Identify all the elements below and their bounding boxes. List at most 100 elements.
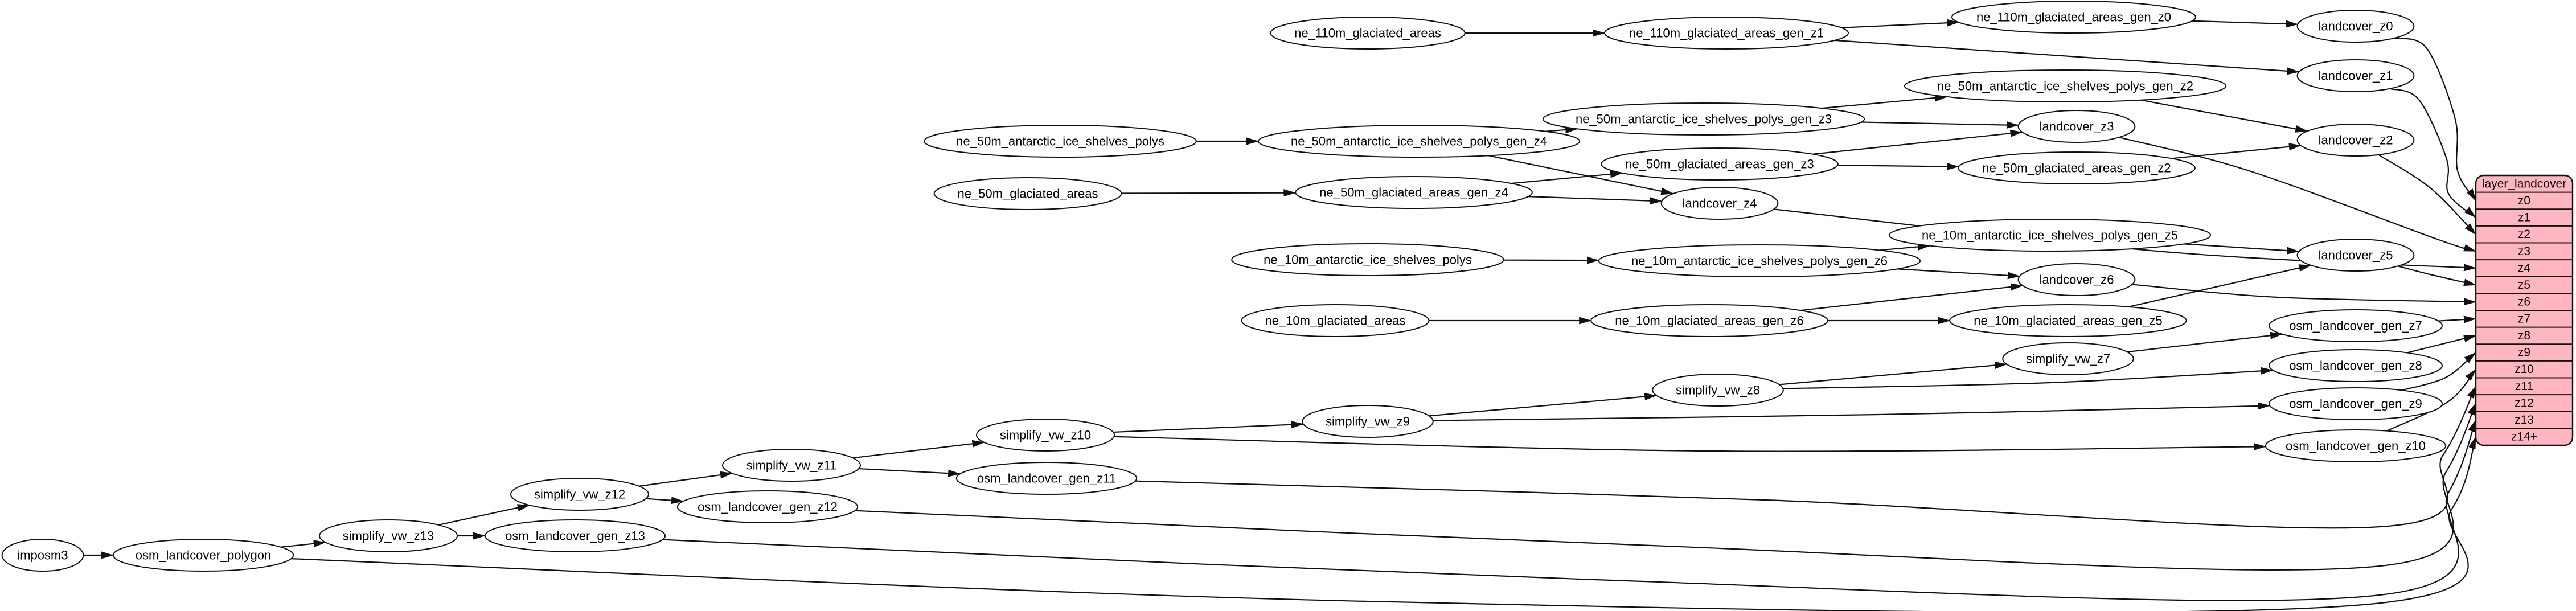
edge-osm_landcover_gen_z9-to-layer_landcover-z9 bbox=[2401, 352, 2476, 391]
node-ne_10m_glaciated_areas_gen_z6: ne_10m_glaciated_areas_gen_z6 bbox=[1590, 304, 1828, 337]
node-osm_landcover_gen_z9-shape bbox=[2269, 387, 2443, 420]
node-landcover_z3-label: landcover_z3 bbox=[2040, 120, 2114, 134]
node-ne_110m_glaciated_areas-label: ne_110m_glaciated_areas bbox=[1294, 26, 1441, 40]
node-osm_landcover_gen_z11-shape bbox=[955, 462, 1138, 495]
edge-landcover_z1-to-layer_landcover-z1 bbox=[2389, 88, 2476, 218]
node-simplify_vw_z12-label: simplify_vw_z12 bbox=[534, 487, 625, 502]
table-row-z0: z0 bbox=[2518, 194, 2530, 207]
node-simplify_vw_z13-label: simplify_vw_z13 bbox=[343, 529, 434, 543]
node-simplify_vw_z10: simplify_vw_z10 bbox=[976, 419, 1115, 452]
table-row-z4: z4 bbox=[2518, 261, 2531, 274]
node-landcover_z1-shape bbox=[2296, 59, 2415, 92]
node-ne_50m_glaciated_areas_gen_z4-label: ne_50m_glaciated_areas_gen_z4 bbox=[1319, 186, 1508, 200]
table-layer_landcover: layer_landcoverz0z1z2z3z4z5z6z7z8z9z10z1… bbox=[2475, 174, 2574, 446]
node-landcover_z1: landcover_z1 bbox=[2296, 59, 2415, 92]
node-ne_10m_glaciated_areas_gen_z5: ne_10m_glaciated_areas_gen_z5 bbox=[1949, 304, 2187, 337]
edge-ne_10m_antarctic_ice_shelves_polys_gen_z6-to-ne_10m_antarctic_ice_shelves_polys_gen_z5 bbox=[1879, 243, 1931, 251]
table-row-z9: z9 bbox=[2518, 346, 2530, 359]
edge-ne_50m_antarctic_ice_shelves_polys_gen_z4-to-landcover_z4 bbox=[1488, 155, 1674, 195]
node-ne_50m_antarctic_ice_shelves_polys_gen_z4-label: ne_50m_antarctic_ice_shelves_polys_gen_z… bbox=[1291, 134, 1547, 149]
node-osm_landcover_gen_z8: osm_landcover_gen_z8 bbox=[2269, 349, 2443, 382]
edge-simplify_vw_z11-to-osm_landcover_gen_z11 bbox=[859, 468, 961, 477]
node-ne_50m_antarctic_ice_shelves_polys-shape bbox=[924, 125, 1197, 158]
edge-ne_110m_glaciated_areas_gen_z0-to-landcover_z0 bbox=[2192, 20, 2299, 28]
node-ne_50m_antarctic_ice_shelves_polys_gen_z2-shape bbox=[1904, 69, 2227, 102]
node-ne_110m_glaciated_areas_gen_z1-label: ne_110m_glaciated_areas_gen_z1 bbox=[1629, 26, 1824, 40]
node-osm_landcover_gen_z12: osm_landcover_gen_z12 bbox=[676, 490, 859, 523]
node-ne_10m_antarctic_ice_shelves_polys_gen_z6: ne_10m_antarctic_ice_shelves_polys_gen_z… bbox=[1598, 244, 1921, 277]
edge-ne_50m_glaciated_areas_gen_z3-to-landcover_z3 bbox=[1812, 129, 2023, 155]
node-ne_110m_glaciated_areas_gen_z0-shape bbox=[1951, 1, 2196, 34]
node-ne_110m_glaciated_areas_gen_z1: ne_110m_glaciated_areas_gen_z1 bbox=[1604, 17, 1849, 50]
node-osm_landcover_gen_z10-shape bbox=[2265, 429, 2447, 462]
node-ne_10m_antarctic_ice_shelves_polys_gen_z6-label: ne_10m_antarctic_ice_shelves_polys_gen_z… bbox=[1631, 254, 1888, 268]
edge-ne_50m_glaciated_areas_gen_z3-to-ne_50m_glaciated_areas_gen_z2 bbox=[1837, 162, 1959, 170]
node-osm_landcover_gen_z12-label: osm_landcover_gen_z12 bbox=[698, 500, 838, 514]
node-osm_landcover_gen_z10-label: osm_landcover_gen_z10 bbox=[2286, 439, 2426, 453]
node-simplify_vw_z10-label: simplify_vw_z10 bbox=[1000, 428, 1091, 442]
node-simplify_vw_z10-shape bbox=[976, 419, 1115, 452]
node-osm_landcover_gen_z10: osm_landcover_gen_z10 bbox=[2265, 429, 2447, 462]
edge-layer bbox=[83, 19, 2477, 611]
table-row-z1: z1 bbox=[2518, 211, 2530, 224]
node-osm_landcover_gen_z7-shape bbox=[2269, 309, 2443, 342]
node-ne_10m_antarctic_ice_shelves_polys-shape bbox=[1231, 243, 1504, 276]
edge-osm_landcover_gen_z10-to-layer_landcover-z10 bbox=[2386, 368, 2476, 432]
node-ne_10m_antarctic_ice_shelves_polys_gen_z5-shape bbox=[1888, 219, 2212, 252]
node-simplify_vw_z11-label: simplify_vw_z11 bbox=[746, 458, 837, 473]
edge-osm_landcover_gen_z7-to-layer_landcover-z7 bbox=[2438, 315, 2476, 323]
node-ne_50m_antarctic_ice_shelves_polys_gen_z2: ne_50m_antarctic_ice_shelves_polys_gen_z… bbox=[1904, 69, 2227, 102]
table-title: layer_landcover bbox=[2482, 177, 2566, 190]
node-osm_landcover_polygon: osm_landcover_polygon bbox=[112, 539, 294, 572]
node-ne_50m_antarctic_ice_shelves_polys_gen_z2-label: ne_50m_antarctic_ice_shelves_polys_gen_z… bbox=[1937, 79, 2193, 93]
edge-landcover_z2-to-layer_landcover-z2 bbox=[2378, 154, 2476, 235]
edge-ne_10m_antarctic_ice_shelves_polys_gen_z5-to-landcover_z5 bbox=[2184, 243, 2300, 255]
node-osm_landcover_gen_z8-shape bbox=[2269, 349, 2443, 382]
node-osm_landcover_gen_z11: osm_landcover_gen_z11 bbox=[955, 462, 1138, 495]
node-ne_10m_antarctic_ice_shelves_polys_gen_z6-shape bbox=[1598, 244, 1921, 277]
node-landcover_z0-shape bbox=[2296, 10, 2415, 43]
node-simplify_vw_z13-shape bbox=[319, 519, 458, 552]
node-ne_110m_glaciated_areas: ne_110m_glaciated_areas bbox=[1270, 17, 1466, 50]
node-osm_landcover_polygon-shape bbox=[112, 539, 294, 572]
node-landcover_z2-shape bbox=[2296, 124, 2415, 157]
node-ne_50m_antarctic_ice_shelves_polys_gen_z4: ne_50m_antarctic_ice_shelves_polys_gen_z… bbox=[1257, 125, 1581, 158]
node-simplify_vw_z9-shape bbox=[1302, 405, 1434, 438]
node-landcover_z0-label: landcover_z0 bbox=[2319, 19, 2393, 34]
node-ne_10m_glaciated_areas-shape bbox=[1241, 304, 1430, 337]
edge-ne_110m_glaciated_areas_gen_z1-to-ne_110m_glaciated_areas_gen_z0 bbox=[1841, 19, 1960, 28]
table-row-z11: z11 bbox=[2515, 380, 2533, 393]
edge-simplify_vw_z12-to-osm_landcover_gen_z12 bbox=[646, 497, 684, 505]
node-osm_landcover_gen_z9: osm_landcover_gen_z9 bbox=[2269, 387, 2443, 420]
table-row-z12: z12 bbox=[2515, 396, 2534, 409]
edge-landcover_z3-to-layer_landcover-z3 bbox=[2119, 137, 2476, 252]
edge-simplify_vw_z10-to-osm_landcover_gen_z10 bbox=[1114, 436, 2266, 452]
node-ne_50m_glaciated_areas_gen_z4: ne_50m_glaciated_areas_gen_z4 bbox=[1295, 176, 1533, 209]
node-ne_50m_antarctic_ice_shelves_polys_gen_z3: ne_50m_antarctic_ice_shelves_polys_gen_z… bbox=[1542, 102, 1865, 136]
node-simplify_vw_z9-label: simplify_vw_z9 bbox=[1326, 415, 1410, 429]
edge-landcover_z0-to-layer_landcover-z0 bbox=[2394, 37, 2476, 202]
node-simplify_vw_z8-label: simplify_vw_z8 bbox=[1676, 383, 1760, 397]
edge-ne_50m_glaciated_areas_gen_z4-to-landcover_z4 bbox=[1528, 196, 1663, 205]
node-ne_50m_glaciated_areas_gen_z3-label: ne_50m_glaciated_areas_gen_z3 bbox=[1625, 157, 1814, 171]
node-ne_10m_antarctic_ice_shelves_polys_gen_z5: ne_10m_antarctic_ice_shelves_polys_gen_z… bbox=[1888, 219, 2212, 252]
edge-ne_50m_glaciated_areas_gen_z2-to-landcover_z2 bbox=[2171, 143, 2302, 159]
node-landcover_z6-label: landcover_z6 bbox=[2040, 273, 2114, 287]
node-landcover_z5: landcover_z5 bbox=[2296, 239, 2415, 272]
table-row-z8: z8 bbox=[2518, 329, 2530, 342]
node-ne_10m_glaciated_areas_gen_z6-shape bbox=[1590, 304, 1828, 337]
node-ne_50m_antarctic_ice_shelves_polys_gen_z4-shape bbox=[1257, 125, 1581, 158]
node-ne_50m_glaciated_areas_gen_z4-shape bbox=[1295, 176, 1533, 209]
node-ne_50m_antarctic_ice_shelves_polys: ne_50m_antarctic_ice_shelves_polys bbox=[924, 125, 1197, 158]
node-ne_50m_glaciated_areas-shape bbox=[933, 177, 1122, 210]
edge-simplify_vw_z8-to-osm_landcover_gen_z8 bbox=[1783, 367, 2274, 389]
edge-osm_landcover_gen_z13-to-layer_landcover-z13 bbox=[662, 419, 2477, 601]
node-ne_10m_antarctic_ice_shelves_polys-label: ne_10m_antarctic_ice_shelves_polys bbox=[1264, 253, 1472, 267]
node-simplify_vw_z11: simplify_vw_z11 bbox=[722, 449, 861, 482]
node-ne_50m_antarctic_ice_shelves_polys_gen_z3-label: ne_50m_antarctic_ice_shelves_polys_gen_z… bbox=[1576, 112, 1832, 126]
node-imposm3-shape bbox=[1, 539, 84, 572]
node-ne_10m_antarctic_ice_shelves_polys: ne_10m_antarctic_ice_shelves_polys bbox=[1231, 243, 1504, 276]
